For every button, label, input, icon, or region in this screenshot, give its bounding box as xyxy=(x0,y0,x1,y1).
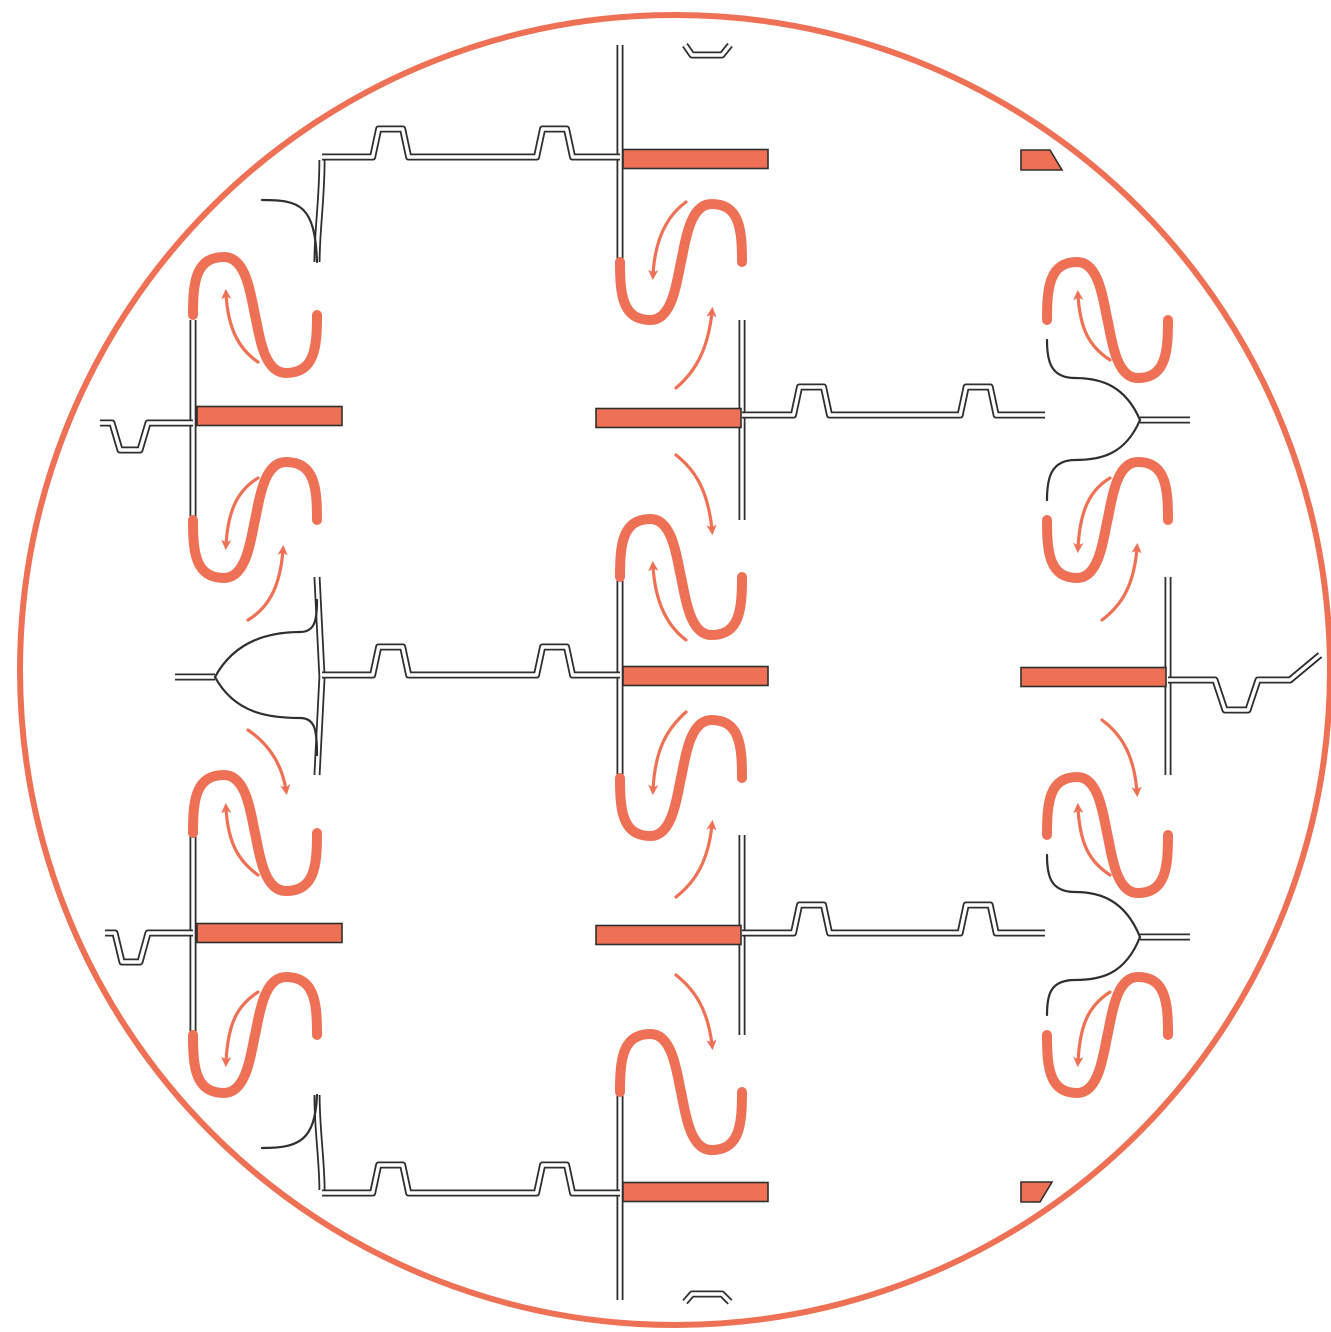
junction-left-lower xyxy=(215,677,317,755)
hinge-right-3 xyxy=(1047,777,1168,893)
arrow-left-3 xyxy=(248,550,283,620)
connector-middle xyxy=(322,647,620,675)
connector-bottom xyxy=(322,1165,620,1193)
arrow-right-3 xyxy=(1102,548,1137,620)
connector-top xyxy=(322,129,620,157)
sheet-mid-center xyxy=(623,667,768,686)
hinge-mid-3 xyxy=(620,720,742,836)
curl-top-left xyxy=(262,200,317,262)
sheet-mid-lower xyxy=(596,926,741,945)
connector-right-lower xyxy=(742,905,1045,933)
arrow-mid-7 xyxy=(676,975,712,1045)
junction-rl-upper xyxy=(1047,855,1140,937)
arrow-left-4 xyxy=(248,730,286,790)
junction-ru-lower xyxy=(1047,420,1140,500)
connector-middle-core xyxy=(322,647,620,675)
sheet-left-lower xyxy=(197,924,342,943)
sheet-right-top-partial xyxy=(1021,150,1062,170)
arrow-mid-3 xyxy=(676,455,712,530)
connector-top-core xyxy=(322,129,620,157)
stub-right-center xyxy=(1168,655,1320,710)
sheet-mid-top xyxy=(623,150,768,169)
junction-ru-upper xyxy=(1047,340,1140,420)
curl-bottom-left xyxy=(262,1095,317,1148)
arrow-right-4 xyxy=(1102,720,1137,792)
connector-bottom-core xyxy=(322,1165,620,1193)
hinge-left-1 xyxy=(193,257,317,373)
hinge-right-1 xyxy=(1047,262,1168,378)
connector-right-lower-core xyxy=(742,905,1045,933)
lattice-group xyxy=(100,45,1320,1302)
hinge-mid-2 xyxy=(620,519,742,635)
sheet-right-center xyxy=(1021,668,1166,687)
sheet-left-upper xyxy=(197,407,342,426)
hinge-mid-1 xyxy=(620,204,742,320)
arrow-mid-2 xyxy=(676,312,712,388)
arrow-mid-6 xyxy=(676,825,712,897)
junction-left-upper xyxy=(215,600,317,677)
connector-right-upper-core xyxy=(742,387,1045,415)
hinge-mid-4 xyxy=(620,1034,742,1150)
sheet-mid-bottom xyxy=(623,1183,768,1202)
connector-right-upper xyxy=(742,387,1045,415)
sheet-right-bottom-partial xyxy=(1021,1182,1052,1202)
sheet-mid-upper xyxy=(596,409,741,428)
